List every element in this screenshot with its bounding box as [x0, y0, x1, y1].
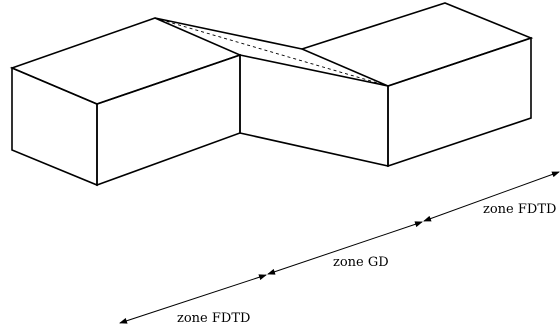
right-block-top-face	[299, 2, 534, 87]
zone-fdtd-left-arrow	[119, 274, 267, 324]
middle-block-hidden-top-edge	[154, 17, 389, 87]
left-block-right-face	[96, 53, 241, 187]
left-block-top-face	[9, 17, 243, 105]
block-structure	[9, 2, 534, 187]
zone-fdtd-left-label: zone FDTD	[177, 311, 250, 326]
zone-dimension-arrows	[119, 171, 560, 324]
right-block-front-face	[387, 36, 532, 168]
left-block-front-face	[11, 66, 98, 187]
zone-fdtd-right-label: zone FDTD	[483, 202, 556, 217]
zone-gd-label: zone GD	[333, 255, 389, 270]
middle-block-top-edge	[154, 17, 303, 50]
zone-gd-arrow	[267, 221, 423, 275]
zone-labels: zone FDTD zone GD zone FDTD	[177, 202, 556, 326]
zone-fdtd-right-arrow	[423, 171, 560, 222]
middle-block-front-face	[239, 54, 389, 167]
